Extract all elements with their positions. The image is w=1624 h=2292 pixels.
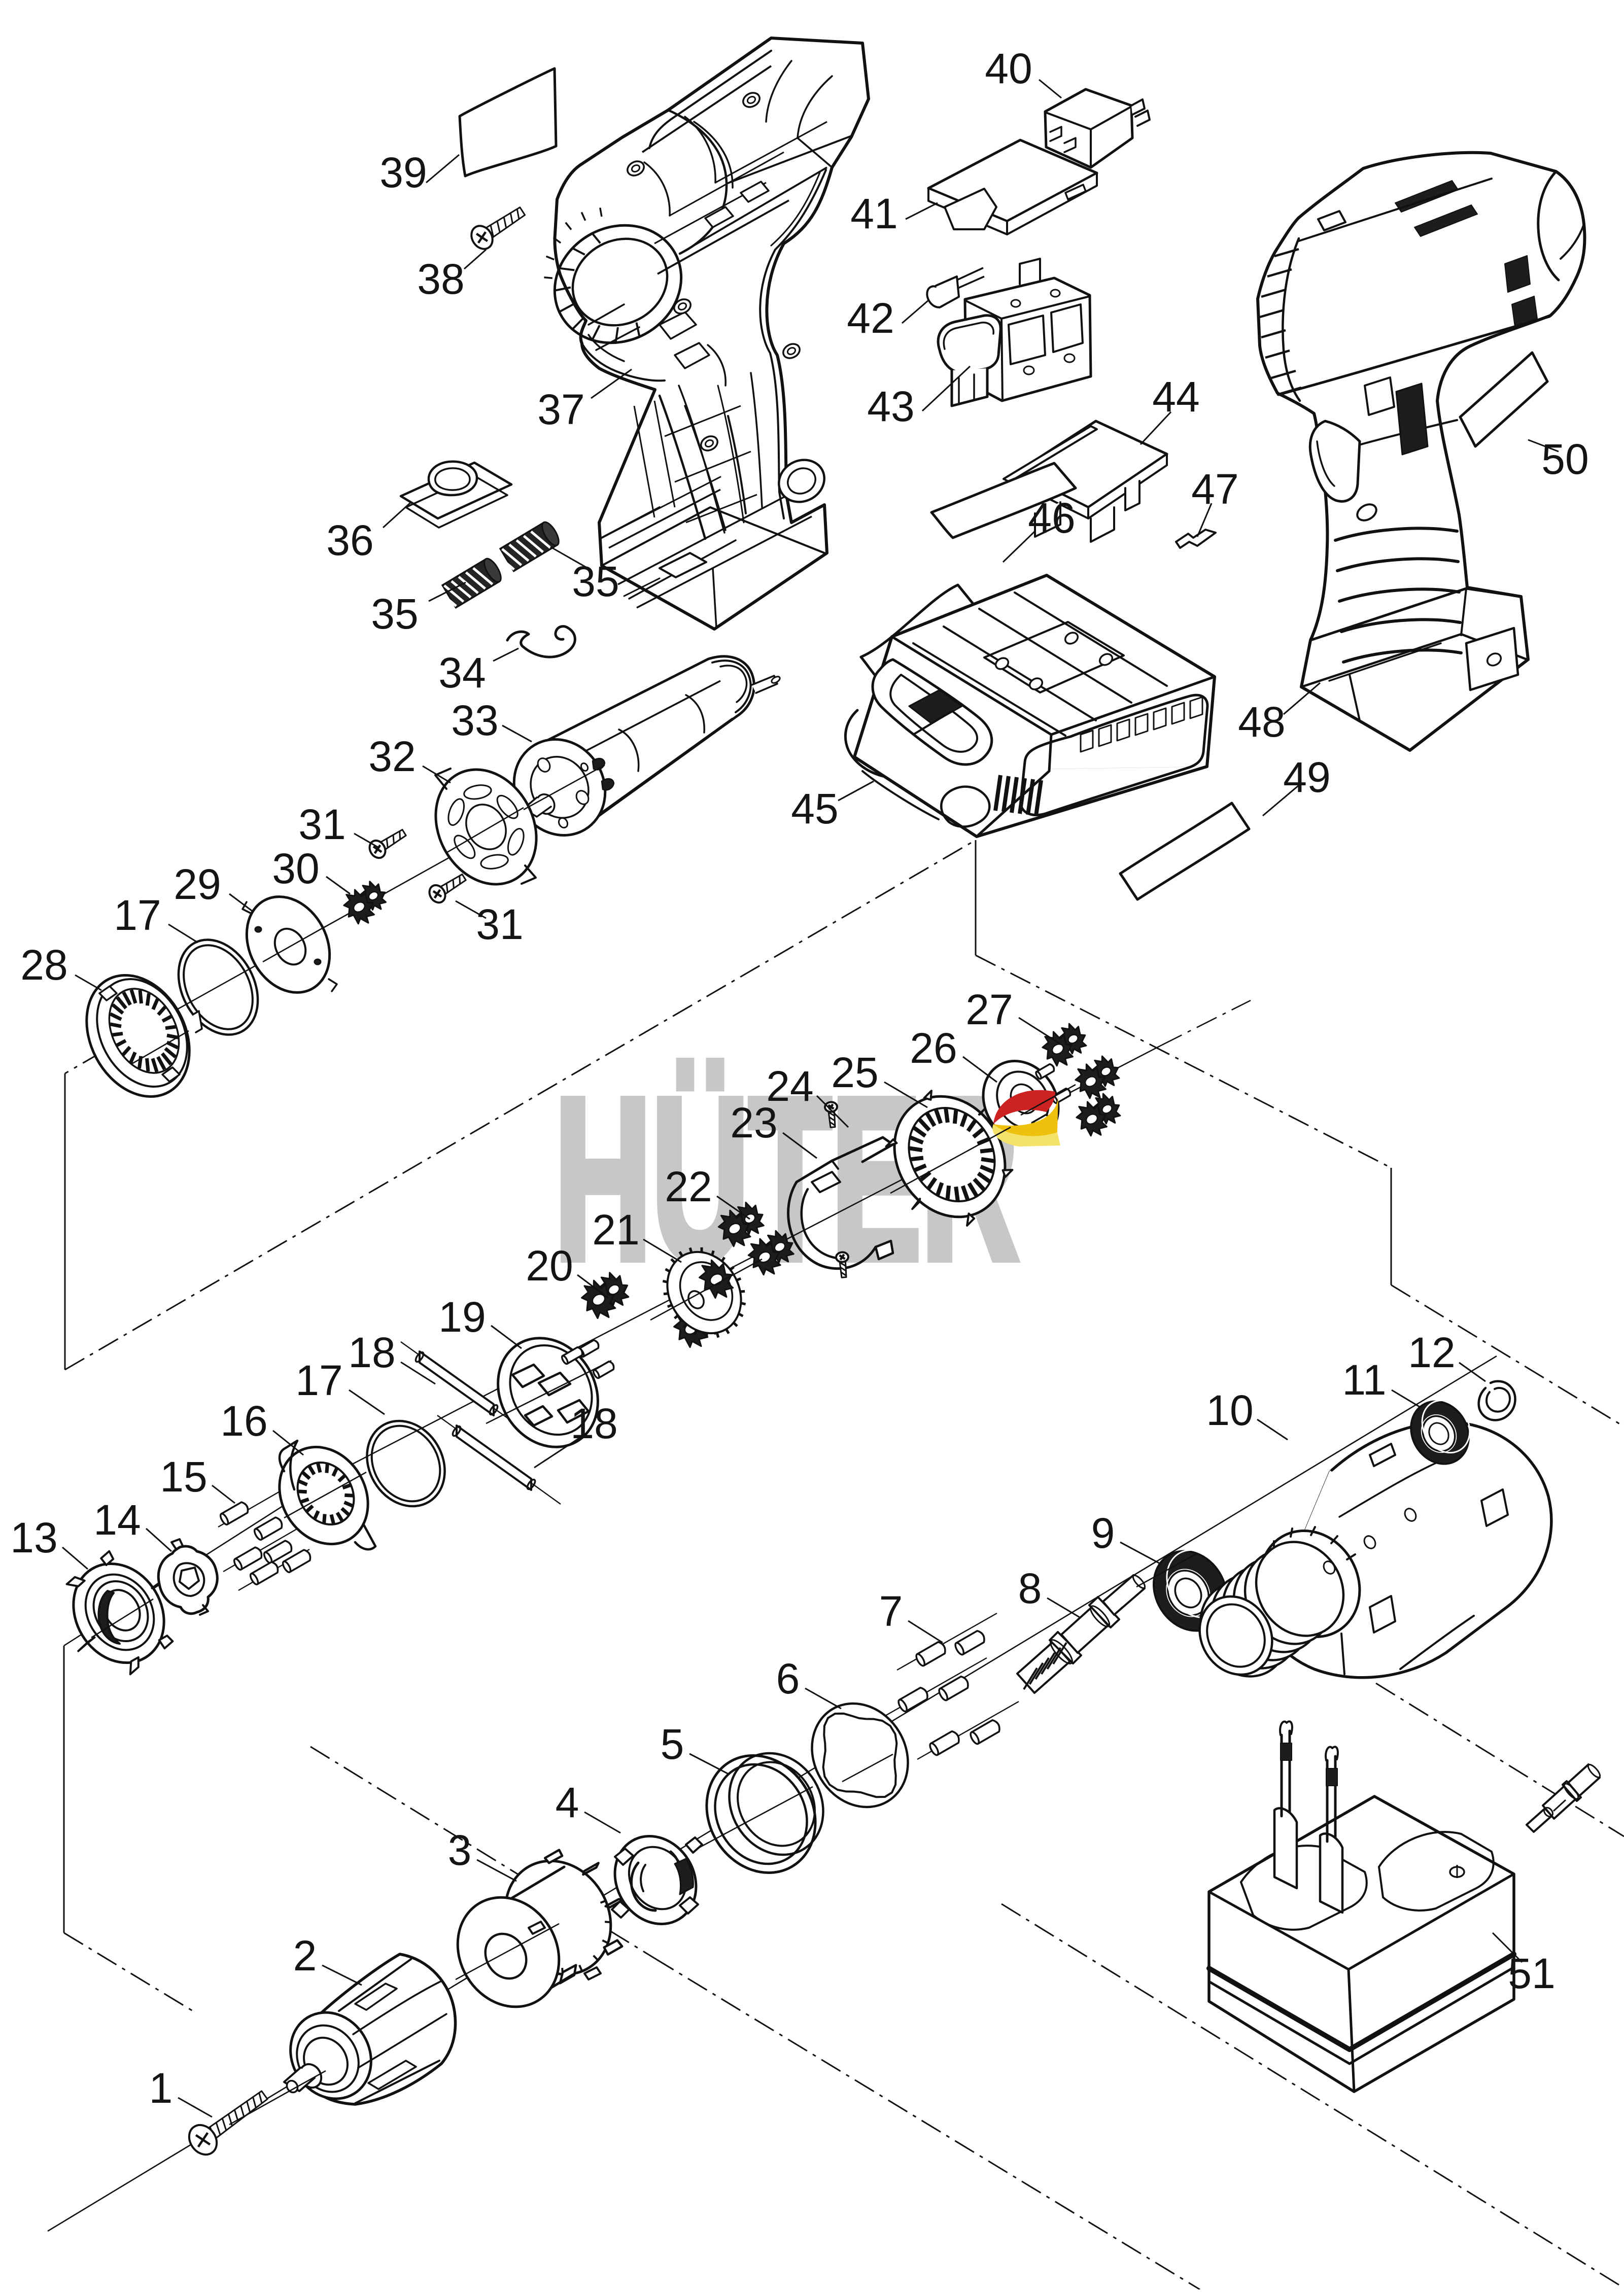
svg-text:50: 50 <box>1541 435 1588 483</box>
svg-text:35: 35 <box>371 590 418 638</box>
svg-text:30: 30 <box>272 845 319 892</box>
svg-text:18: 18 <box>348 1329 395 1376</box>
svg-text:29: 29 <box>174 860 221 908</box>
svg-text:8: 8 <box>1018 1565 1042 1612</box>
svg-text:38: 38 <box>417 255 464 303</box>
svg-text:27: 27 <box>965 986 1013 1033</box>
svg-text:15: 15 <box>160 1453 207 1501</box>
svg-text:9: 9 <box>1091 1509 1115 1557</box>
svg-text:44: 44 <box>1152 373 1199 421</box>
svg-text:1: 1 <box>149 2064 173 2112</box>
svg-text:10: 10 <box>1206 1386 1253 1434</box>
svg-text:22: 22 <box>665 1163 712 1210</box>
svg-text:6: 6 <box>776 1655 800 1703</box>
svg-text:21: 21 <box>592 1206 639 1254</box>
svg-text:25: 25 <box>831 1049 878 1096</box>
svg-text:32: 32 <box>368 733 416 780</box>
svg-text:43: 43 <box>867 383 914 430</box>
svg-text:48: 48 <box>1238 698 1285 746</box>
svg-text:4: 4 <box>556 1779 579 1826</box>
svg-text:12: 12 <box>1408 1329 1455 1376</box>
svg-text:33: 33 <box>451 697 498 744</box>
svg-text:11: 11 <box>1342 1356 1386 1404</box>
svg-text:3: 3 <box>448 1826 472 1874</box>
svg-text:16: 16 <box>220 1397 267 1445</box>
svg-text:41: 41 <box>850 190 897 237</box>
svg-text:47: 47 <box>1191 465 1238 513</box>
svg-text:18: 18 <box>570 1400 617 1447</box>
svg-text:39: 39 <box>379 149 427 196</box>
svg-text:40: 40 <box>985 45 1032 92</box>
svg-text:37: 37 <box>537 386 584 433</box>
svg-text:13: 13 <box>10 1514 57 1561</box>
svg-text:19: 19 <box>438 1293 486 1341</box>
svg-text:51: 51 <box>1508 1950 1555 1997</box>
svg-text:35: 35 <box>572 558 619 605</box>
svg-text:23: 23 <box>730 1099 777 1147</box>
svg-text:45: 45 <box>791 785 838 832</box>
svg-text:7: 7 <box>879 1587 903 1635</box>
svg-text:31: 31 <box>298 801 345 848</box>
svg-text:36: 36 <box>326 516 373 564</box>
svg-text:14: 14 <box>93 1496 141 1544</box>
svg-text:28: 28 <box>20 941 67 989</box>
svg-text:5: 5 <box>661 1720 684 1768</box>
svg-text:17: 17 <box>114 891 161 939</box>
svg-text:34: 34 <box>438 649 486 697</box>
svg-text:42: 42 <box>847 294 894 342</box>
svg-text:46: 46 <box>1028 494 1075 542</box>
svg-text:26: 26 <box>910 1024 957 1072</box>
svg-text:49: 49 <box>1283 753 1330 801</box>
svg-text:20: 20 <box>526 1242 573 1290</box>
svg-text:31: 31 <box>476 900 523 948</box>
svg-text:17: 17 <box>295 1357 342 1404</box>
svg-text:2: 2 <box>293 1932 317 1980</box>
